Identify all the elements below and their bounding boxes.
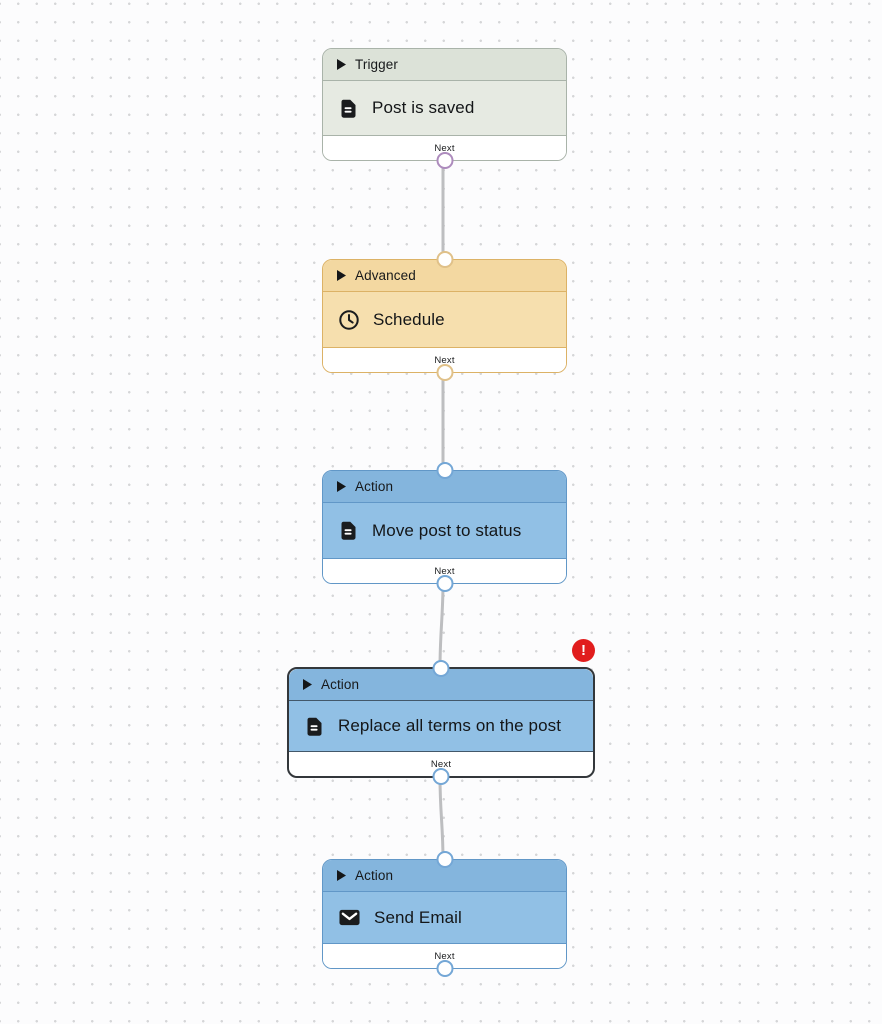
output-handle[interactable]: [436, 960, 453, 977]
node-advanced-schedule[interactable]: Advanced Schedule Next: [322, 251, 567, 381]
node-action-move-post-to-status[interactable]: Action Move post to status Next: [322, 462, 567, 592]
node-header: Trigger: [323, 49, 566, 81]
node-category-label: Action: [355, 479, 394, 494]
input-handle[interactable]: [432, 660, 450, 677]
expand-arrow-icon[interactable]: [337, 870, 346, 881]
document-icon: [304, 716, 325, 737]
output-handle[interactable]: [432, 768, 450, 785]
node-category-label: Action: [321, 677, 360, 692]
expand-arrow-icon[interactable]: [303, 679, 312, 690]
expand-arrow-icon[interactable]: [337, 481, 346, 492]
output-handle[interactable]: [436, 575, 453, 592]
node-category-label: Action: [355, 868, 394, 883]
next-label: Next: [430, 758, 452, 770]
connection-line: [438, 775, 445, 862]
expand-arrow-icon[interactable]: [337, 270, 346, 281]
input-handle[interactable]: [436, 851, 453, 868]
node-title: Move post to status: [372, 520, 522, 540]
node-action-replace-all-terms[interactable]: ! Action Replace all terms on the post N…: [287, 639, 595, 785]
connection-line: [438, 581, 445, 670]
next-label: Next: [434, 565, 455, 577]
envelope-icon: [338, 907, 361, 928]
output-handle[interactable]: [436, 152, 453, 169]
node-body: Replace all terms on the post: [289, 701, 593, 751]
next-label: Next: [434, 142, 455, 154]
document-icon: [338, 98, 359, 119]
node-header: Action: [323, 471, 566, 503]
next-label: Next: [434, 950, 455, 962]
node-body: Send Email: [323, 892, 566, 943]
input-handle[interactable]: [436, 462, 453, 479]
node-title: Post is saved: [372, 98, 475, 117]
document-icon: [338, 520, 359, 541]
expand-arrow-icon[interactable]: [337, 59, 346, 70]
node-category-label: Trigger: [355, 57, 398, 72]
node-trigger-post-is-saved[interactable]: Trigger Post is saved Next: [322, 48, 567, 169]
output-handle[interactable]: [436, 364, 453, 381]
node-body: Schedule: [323, 292, 566, 347]
node-body: Move post to status: [323, 503, 566, 558]
clock-icon: [338, 309, 360, 331]
node-category-label: Advanced: [355, 268, 416, 283]
node-title: Replace all terms on the post: [338, 716, 562, 735]
input-handle[interactable]: [436, 251, 453, 268]
node-action-send-email[interactable]: Action Send Email Next: [322, 851, 567, 977]
node-body: Post is saved: [323, 81, 566, 135]
node-title: Schedule: [373, 309, 445, 329]
node-title: Send Email: [374, 907, 462, 927]
next-label: Next: [434, 354, 455, 366]
error-badge: !: [572, 639, 595, 662]
